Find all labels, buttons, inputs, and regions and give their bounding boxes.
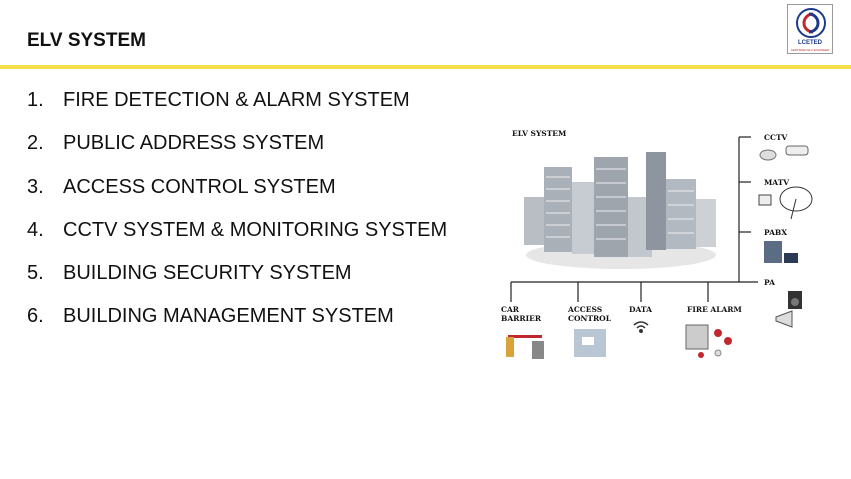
- diagram-label-fire-alarm: FIRE ALARM: [687, 305, 742, 314]
- list-item-label: FIRE DETECTION & ALARM SYSTEM: [63, 89, 410, 111]
- list-item-label: BUILDING MANAGEMENT SYSTEM: [63, 305, 394, 328]
- diagram-label-pabx: PABX: [764, 228, 788, 237]
- diagram-title: ELV SYSTEM: [512, 129, 567, 138]
- logo-emblem-icon: [796, 8, 826, 38]
- list-item-number: 5.: [27, 262, 44, 285]
- access-control-icon: [574, 329, 606, 357]
- company-logo: LCETED CERTIFIED ELV ENGINEER: [787, 4, 833, 54]
- logo-tagline: CERTIFIED ELV ENGINEER: [790, 48, 830, 52]
- page-title: ELV SYSTEM: [27, 30, 146, 51]
- diagram-label-access-control: ACCESS CONTROL: [568, 305, 611, 323]
- fire-alarm-icon: [685, 324, 732, 358]
- list-item: 6. BUILDING MANAGEMENT SYSTEM: [27, 305, 447, 348]
- diagram-label-cctv: CCTV: [764, 133, 788, 142]
- pabx-phone-icon: [764, 241, 798, 263]
- list-item: 3. ACCESS CONTROL SYSTEM: [27, 176, 447, 219]
- elv-system-list: 1. FIRE DETECTION & ALARM SYSTEM 2. PUBLIC…: [27, 89, 447, 349]
- list-item-label: PUBLIC ADDRESS SYSTEM: [63, 132, 325, 155]
- satellite-dish-icon: [758, 186, 813, 220]
- list-item-number: 6.: [27, 305, 44, 328]
- diagram-label-car-barrier: CAR BARRIER: [501, 305, 542, 323]
- buildings-illustration: [524, 152, 716, 269]
- list-item-number: 2.: [27, 132, 44, 155]
- diagram-graphics: [506, 136, 813, 359]
- cctv-camera-icon: [759, 145, 809, 161]
- list-item: 5. BUILDING SECURITY SYSTEM: [27, 262, 447, 305]
- list-item-number: 4.: [27, 218, 44, 241]
- list-item: 1. FIRE DETECTION & ALARM SYSTEM: [27, 89, 447, 132]
- list-item: 4. CCTV SYSTEM & MONITORING SYSTEM: [27, 219, 447, 262]
- diagram-label-pa: PA: [764, 278, 775, 287]
- diagram-label-matv: MATV: [764, 178, 790, 187]
- connection-lines: [510, 136, 758, 302]
- title-underline: [0, 65, 851, 69]
- list-item-number: 3.: [27, 175, 44, 198]
- car-barrier-icon: [506, 335, 544, 359]
- diagram-label-data: DATA: [629, 305, 652, 314]
- list-item-label: BUILDING SECURITY SYSTEM: [63, 262, 352, 285]
- list-item: 2. PUBLIC ADDRESS SYSTEM: [27, 132, 447, 175]
- list-item-number: 1.: [27, 89, 44, 111]
- wifi-icon: [633, 321, 649, 333]
- list-item-label: ACCESS CONTROL SYSTEM: [63, 175, 336, 198]
- elv-system-diagram: ELV SYSTEM CCTV MATV PABX PA CAR BARRIER…: [496, 127, 826, 372]
- list-item-label: CCTV SYSTEM & MONITORING SYSTEM: [63, 218, 448, 241]
- pa-speaker-icon: [775, 291, 802, 328]
- logo-text: LCETED: [798, 40, 822, 46]
